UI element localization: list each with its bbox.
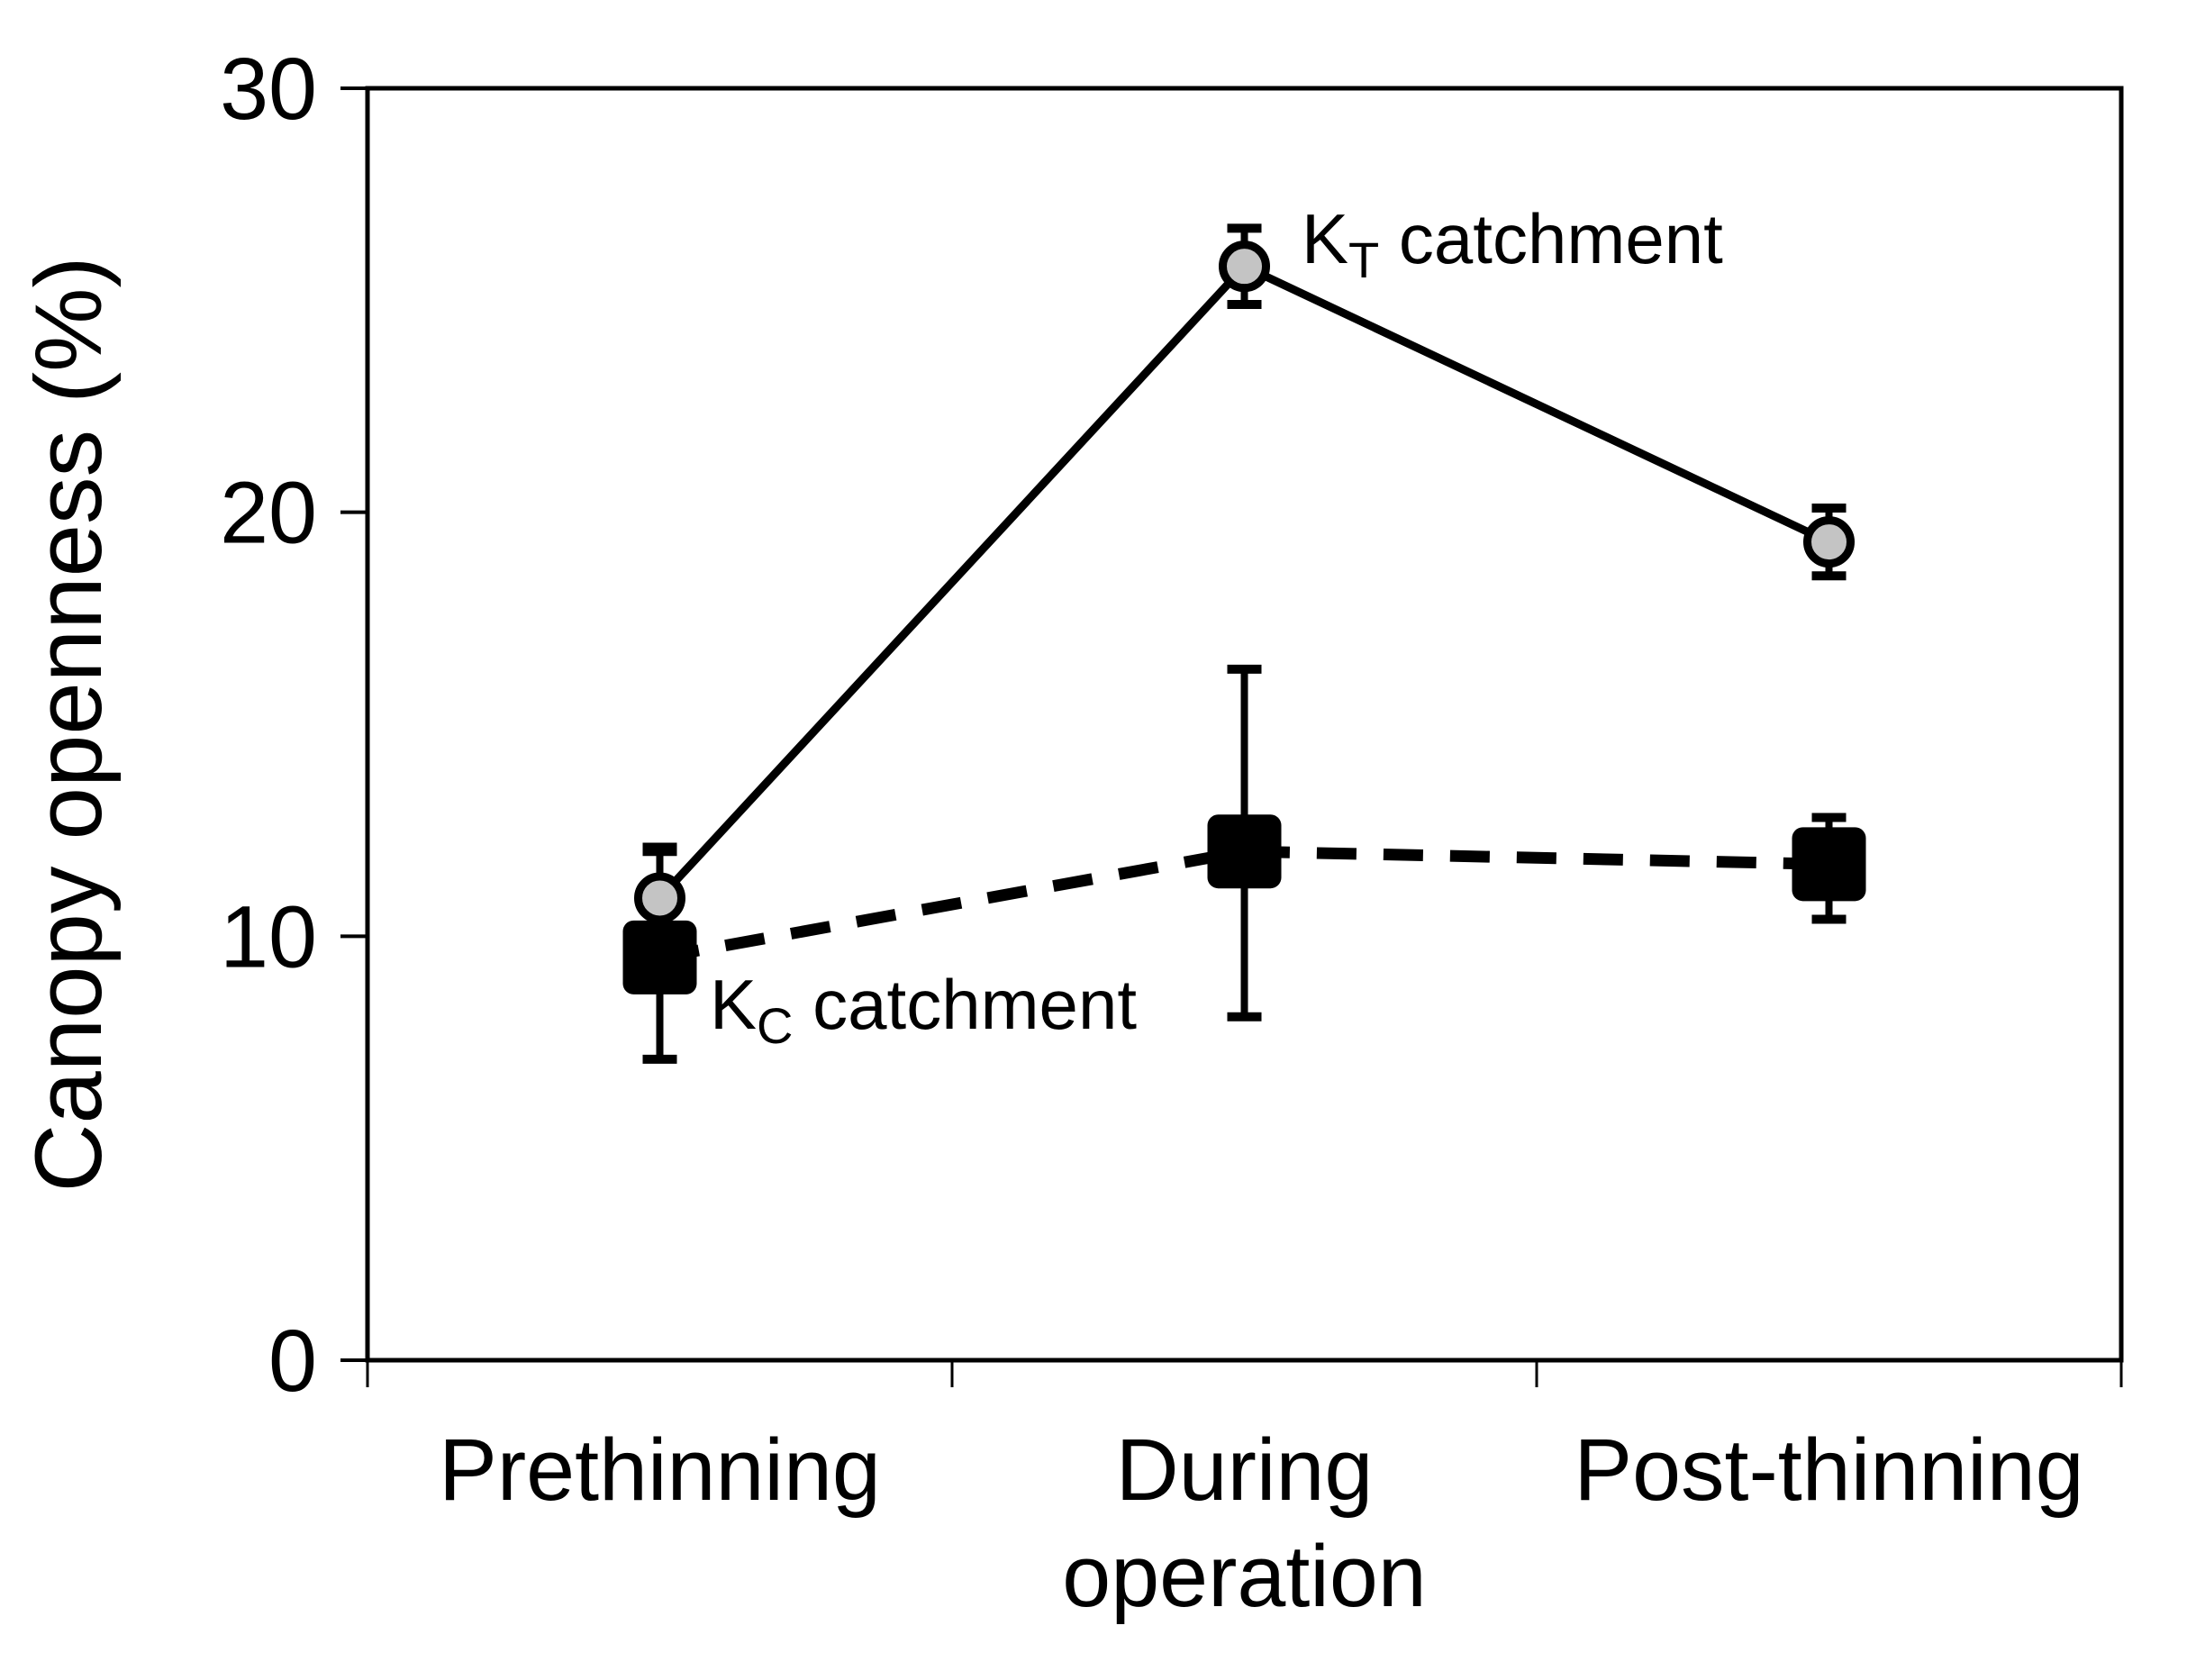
y-axis-title: Canopy openness (%) xyxy=(16,257,122,1193)
circle-marker xyxy=(1219,241,1270,293)
y-tick-label: 10 xyxy=(220,887,317,985)
circle-marker xyxy=(634,872,685,924)
x-axis-ticks xyxy=(366,1360,2123,1387)
x-category-label: Post-thinning xyxy=(1574,1421,2083,1519)
plot-area xyxy=(365,86,2124,1363)
series-label: KC catchment xyxy=(710,965,1137,1054)
circle-marker xyxy=(1803,516,1855,568)
y-tick-label: 30 xyxy=(220,40,317,138)
data-point-markers xyxy=(622,241,1866,994)
error-bars xyxy=(642,223,1847,1064)
y-tick-label: 0 xyxy=(268,1312,317,1410)
square-marker xyxy=(1792,827,1866,902)
series-annotations: KT catchment KC catchment xyxy=(710,199,1723,1054)
series-label: KT catchment xyxy=(1302,199,1723,288)
x-category-label: Prethinning xyxy=(439,1421,881,1519)
y-axis-ticks xyxy=(340,86,368,1362)
square-marker xyxy=(622,920,697,994)
y-axis-tick-labels: 0 10 20 30 xyxy=(220,40,317,1410)
y-tick-label: 20 xyxy=(220,464,317,562)
square-marker xyxy=(1207,814,1282,889)
